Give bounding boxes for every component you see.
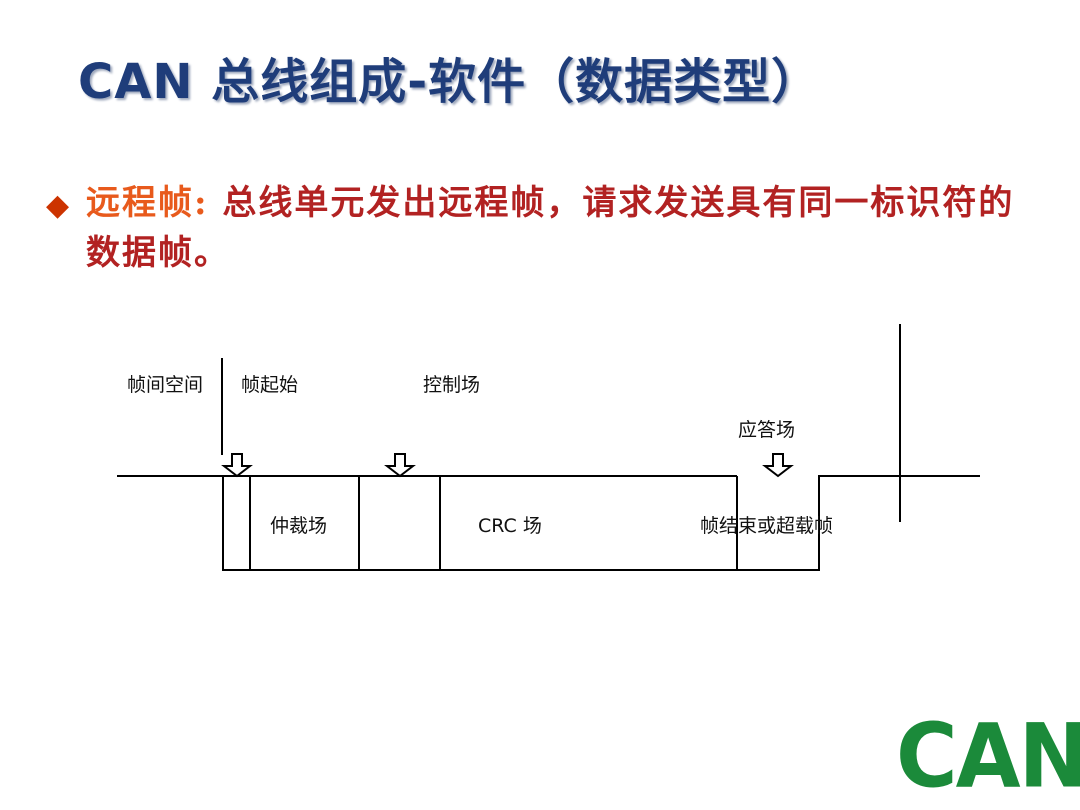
label-ack-field: 应答场 xyxy=(738,419,795,441)
label-start-of-frame: 帧起始 xyxy=(241,374,298,396)
frame-signal-line xyxy=(117,475,980,571)
arrow-down-icon xyxy=(762,453,794,478)
label-interframe-space: 帧间空间 xyxy=(127,374,203,396)
diamond-bullet-icon: ◆ xyxy=(46,188,70,223)
arrow-down-icon xyxy=(221,453,253,478)
label-crc-field: CRC 场 xyxy=(478,515,542,537)
label-arbitration-field: 仲裁场 xyxy=(270,515,327,537)
bullet-term: 远程帧: xyxy=(86,183,209,223)
slide-title: CAN 总线组成-软件（数据类型） xyxy=(78,54,821,110)
can-logo: CAN xyxy=(896,704,1080,808)
bullet-body: 总线单元发出远程帧，请求发送具有同一标识符的数据帧。 xyxy=(86,183,1015,273)
arrow-down-icon xyxy=(384,453,416,478)
label-end-of-frame: 帧结束或超载帧 xyxy=(700,515,833,537)
bullet-paragraph: 远程帧: 总线单元发出远程帧，请求发送具有同一标识符的数据帧。 xyxy=(86,178,1036,278)
label-control-field: 控制场 xyxy=(423,374,480,396)
